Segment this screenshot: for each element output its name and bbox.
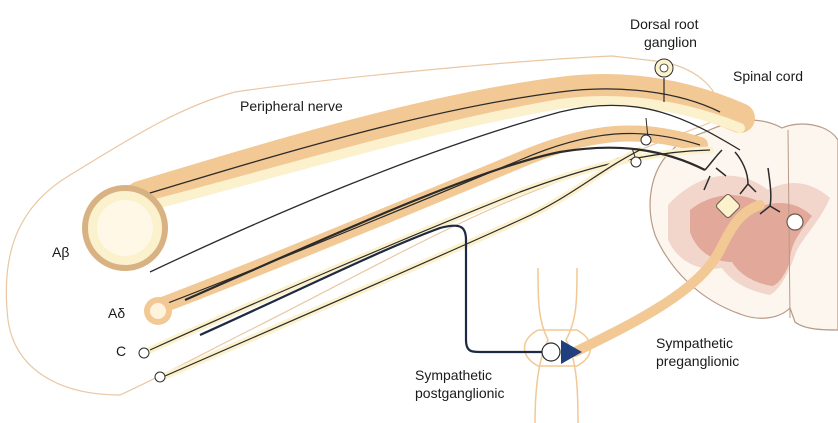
drg-cell-c [631, 157, 641, 167]
sympathetic-postganglionic-label-line2: postganglionic [415, 385, 505, 401]
postganglionic-neuron [542, 343, 560, 361]
dorsal-root-ganglion-label-line2: ganglion [644, 34, 697, 50]
a-beta-label: Aβ [52, 244, 69, 260]
c-fiber-2-cut-end [155, 372, 165, 382]
peripheral-nerve-label: Peripheral nerve [240, 98, 343, 114]
spinal-cord-label: Spinal cord [733, 68, 803, 84]
drg-cell-a-delta [641, 135, 651, 145]
sympathetic-preganglionic-label-line2: preganglionic [656, 353, 739, 369]
sympathetic-preganglionic-label: Sympathetic [656, 335, 733, 351]
c-fiber-label: C [116, 343, 126, 359]
dorsal-root-ganglion-label: Dorsal root [630, 16, 699, 32]
a-delta-cut-end-core [150, 303, 166, 319]
synapse-arrow-icon [561, 340, 582, 364]
a-delta-label: Aδ [108, 305, 125, 321]
sympathetic-postganglionic-label: Sympathetic [415, 367, 492, 383]
c-fiber-1-cut-end [139, 348, 149, 358]
intermediolateral-neuron [787, 214, 803, 230]
dorsal-root-ganglion-nucleus [660, 64, 668, 72]
a-beta-cut-end-core [97, 200, 153, 256]
